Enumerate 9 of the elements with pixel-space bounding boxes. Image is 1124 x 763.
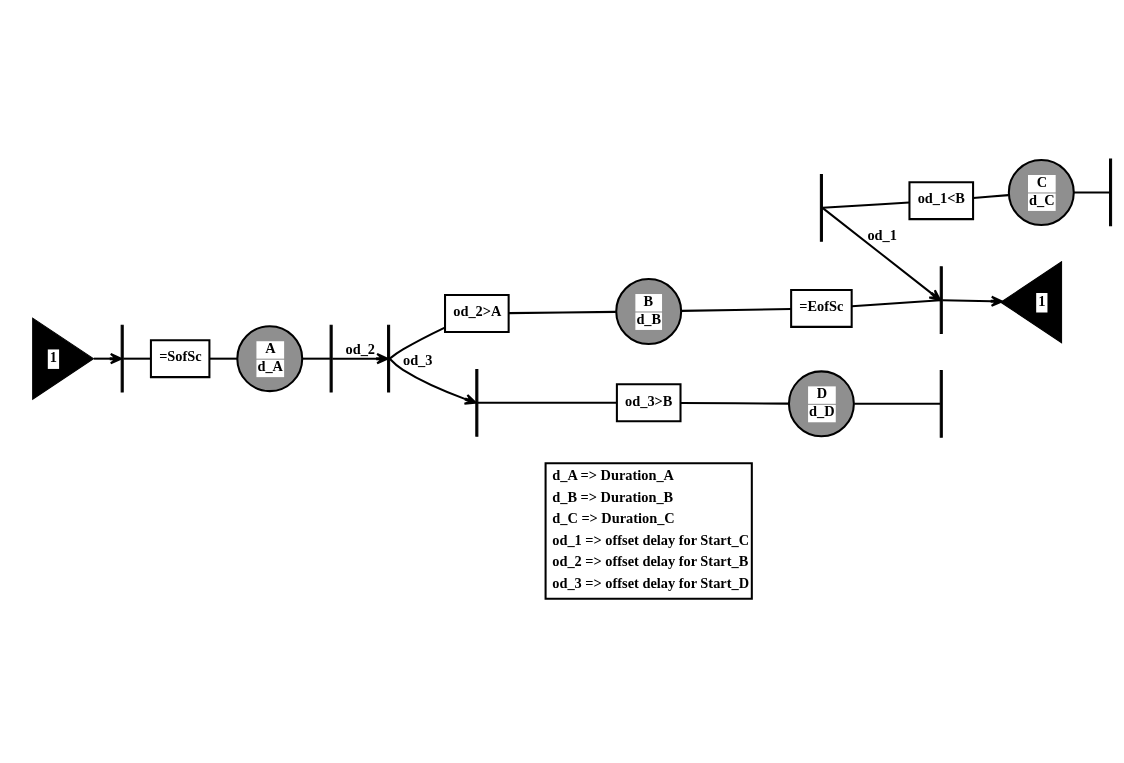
label: d_B => Duration_B	[552, 488, 674, 505]
edge-label: od_2	[345, 340, 376, 357]
edge-label: od_1	[867, 226, 897, 243]
label: od_1 => offset delay for Start_C	[552, 531, 750, 548]
label: d_A => Duration_A	[552, 466, 674, 483]
label: od_3 => offset delay for Start_D	[552, 574, 750, 591]
label: d_C => Duration_C	[552, 510, 675, 527]
label: od_2 => offset delay for Start_B	[552, 553, 749, 570]
edge-label: od_3	[402, 352, 433, 369]
